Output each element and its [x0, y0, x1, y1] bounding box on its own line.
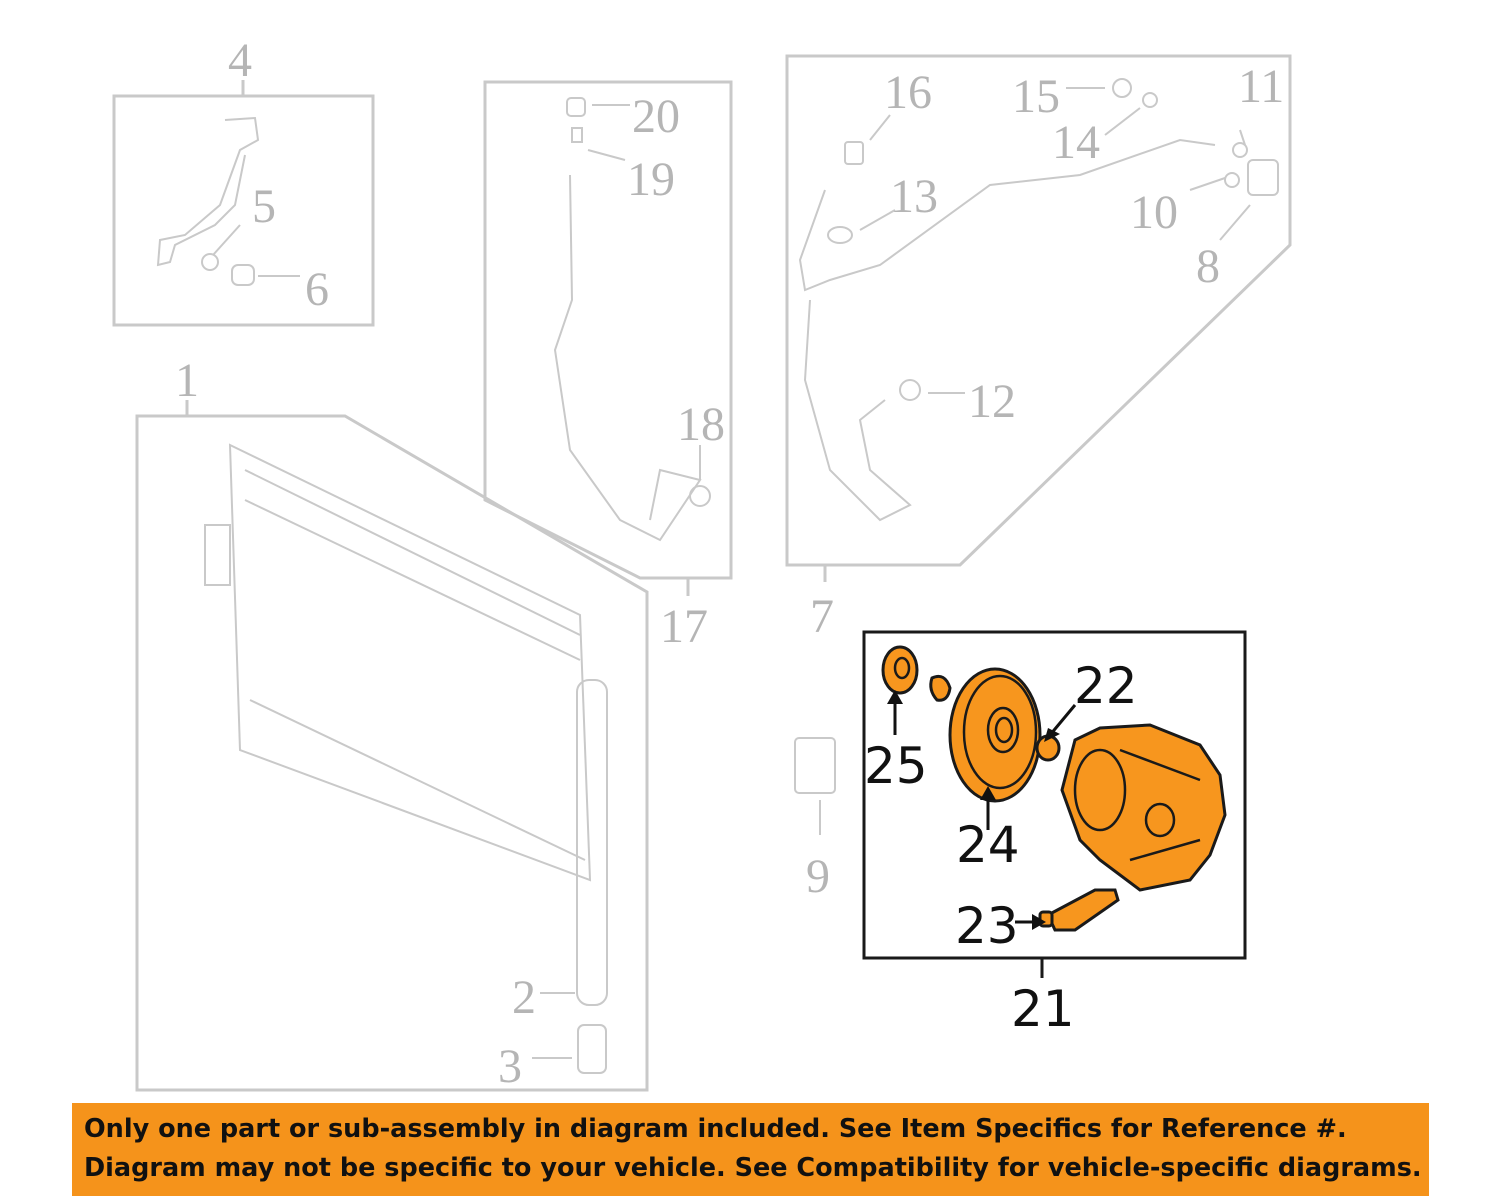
callout-22: 22	[1074, 657, 1138, 715]
group-7-box	[785, 54, 1292, 582]
callout-11: 11	[1238, 60, 1284, 113]
callout-7: 7	[810, 590, 834, 643]
callout-17: 17	[660, 600, 708, 653]
callout-23: 23	[955, 897, 1019, 955]
callout-6: 6	[305, 263, 329, 316]
callout-16: 16	[884, 66, 932, 119]
callout-12: 12	[968, 375, 1016, 428]
clutch-plate-25	[881, 645, 919, 695]
callout-1: 1	[175, 354, 199, 407]
callout-4: 4	[228, 34, 252, 87]
callout-8: 8	[1196, 240, 1220, 293]
callout-14: 14	[1052, 116, 1100, 169]
valve-23	[1038, 888, 1120, 932]
callout-5: 5	[252, 180, 276, 233]
callout-2: 2	[512, 971, 536, 1024]
callout-25: 25	[864, 737, 928, 795]
callout-13: 13	[890, 170, 938, 223]
group-21-box	[862, 630, 1247, 978]
callout-15: 15	[1012, 70, 1060, 123]
callout-18: 18	[677, 398, 725, 451]
callout-3: 3	[498, 1040, 522, 1093]
disclaimer-banner: Only one part or sub-assembly in diagram…	[72, 1103, 1429, 1196]
disclaimer-line-1: Only one part or sub-assembly in diagram…	[84, 1114, 1347, 1144]
disclaimer-line-2: Diagram may not be specific to your vehi…	[84, 1153, 1422, 1183]
callout-21: 21	[1011, 980, 1075, 1038]
group-1-box	[135, 400, 649, 1092]
group-17-box	[483, 80, 733, 596]
callout-19: 19	[627, 153, 675, 206]
callout-24: 24	[956, 816, 1020, 874]
callout-20: 20	[632, 90, 680, 143]
callout-9: 9	[806, 850, 830, 903]
callout-10: 10	[1130, 186, 1178, 239]
snap-ring	[929, 674, 952, 702]
group-4-box	[112, 80, 375, 327]
compressor-21	[1060, 723, 1227, 892]
pulley-24	[948, 667, 1042, 803]
part-9	[794, 737, 836, 835]
